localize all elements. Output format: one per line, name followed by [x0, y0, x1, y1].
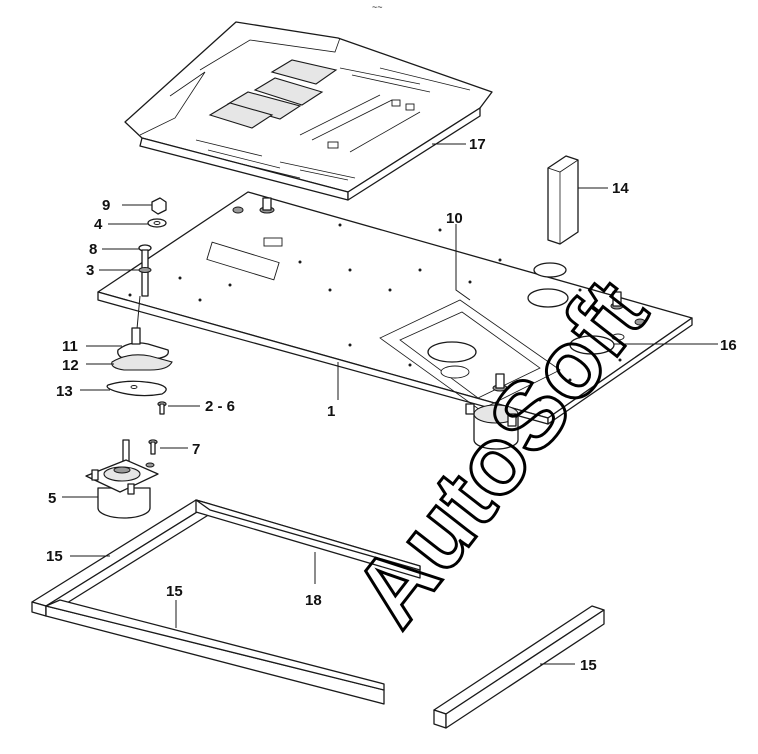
- callout-5: 5: [48, 490, 56, 507]
- callout-8: 8: [89, 241, 97, 258]
- callout-labels: 17 14 9 4 8 3 10 16 11 12 13 1 2 - 6 7 5…: [46, 136, 737, 674]
- callout-7: 7: [192, 441, 200, 458]
- nut-9: [151, 197, 167, 215]
- lockwasher-3: [138, 267, 152, 273]
- callout-18: 18: [305, 592, 322, 609]
- part-14-block: [547, 155, 579, 245]
- callout-9: 9: [102, 197, 110, 214]
- mount-under-plate: [465, 403, 519, 450]
- callout-15-left: 15: [46, 548, 63, 565]
- callout-4: 4: [94, 216, 103, 233]
- leader-lines: [62, 143, 718, 665]
- frame-rails: [31, 499, 605, 729]
- callout-15-right: 15: [580, 657, 597, 674]
- callout-15-front: 15: [166, 583, 183, 600]
- callout-14: 14: [612, 180, 629, 197]
- header-mark: ~~: [372, 2, 383, 12]
- callout-17: 17: [469, 136, 486, 153]
- callout-11: 11: [62, 338, 78, 355]
- callout-1: 1: [327, 403, 335, 420]
- bolt-7: [145, 439, 158, 468]
- part-11-12-pads: [111, 327, 173, 371]
- fastener-stack: [135, 197, 167, 341]
- callout-3: 3: [86, 262, 94, 279]
- stud-nut: [232, 197, 646, 392]
- plate-holes: [128, 223, 622, 402]
- part-5-engine-mount: [85, 439, 159, 519]
- part-17-top-tray: [124, 21, 493, 201]
- bolt-2-6: [157, 401, 167, 415]
- callout-16: 16: [720, 337, 737, 354]
- callout-2-6: 2 - 6: [205, 398, 235, 415]
- part-13-plate: [106, 380, 167, 397]
- callout-13: 13: [56, 383, 73, 400]
- callout-10: 10: [446, 210, 463, 227]
- callout-12: 12: [62, 357, 79, 374]
